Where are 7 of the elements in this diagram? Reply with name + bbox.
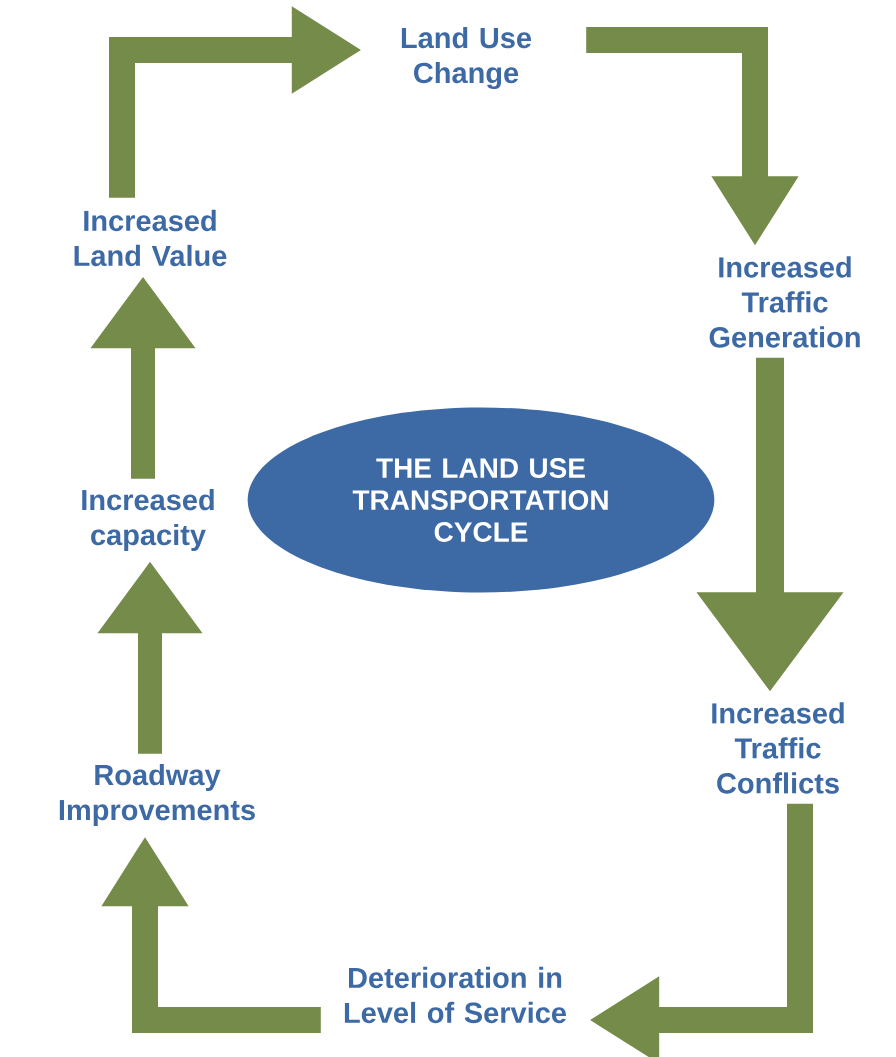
step-label: Land Use Change xyxy=(401,26,532,90)
step-label: Increased capacity xyxy=(82,489,214,552)
step-label: Roadway Improvements xyxy=(59,764,255,827)
step-label: Deterioration in Level of Service xyxy=(344,966,566,1024)
step-label: Increased Land Value xyxy=(74,209,227,267)
step-label: Increased Traffic Conflicts xyxy=(712,702,844,794)
step-label: Increased Traffic Generation xyxy=(709,256,860,348)
